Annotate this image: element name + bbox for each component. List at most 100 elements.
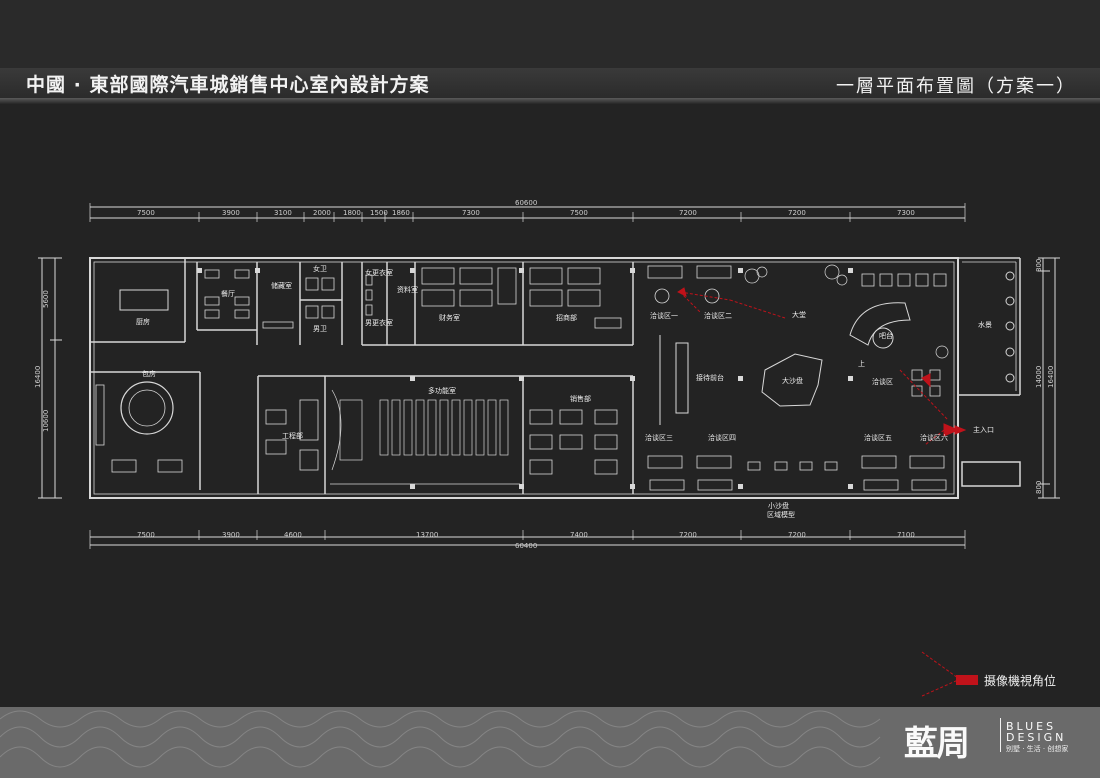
left-top-dimension: 5600	[42, 290, 50, 308]
room-label-engineering: 工程部	[282, 431, 303, 440]
room-label-restaurant: 餐厅	[221, 289, 235, 298]
top-dimension: 7500	[570, 209, 588, 217]
room-label-multi-function: 多功能室	[428, 386, 456, 395]
top-dimension: 1860	[392, 209, 410, 217]
room-label-nego2: 洽谈区二	[704, 311, 732, 320]
title-bar	[0, 68, 1100, 98]
room-label-nego-area: 洽谈区	[872, 377, 893, 386]
left-bottom-dimension: 10600	[42, 410, 50, 432]
room-label-sandtable: 大沙盘	[782, 376, 803, 385]
room-label-bar: 吧台	[879, 331, 893, 340]
top-total-dimension: 60600	[515, 199, 537, 207]
bottom-dimension: 7400	[570, 531, 588, 539]
room-label-nego4: 洽谈区四	[708, 433, 736, 442]
room-label-nego3: 洽谈区三	[645, 433, 673, 442]
top-dimension: 1800	[343, 209, 361, 217]
room-label-region-model: 区域模型	[767, 510, 795, 519]
office-desks	[421, 267, 622, 329]
right-bottom-dimension: 800	[1035, 481, 1043, 494]
bottom-total-dimension: 60400	[515, 542, 537, 550]
bottom-band	[0, 707, 1100, 778]
room-label-hall: 大堂	[792, 310, 806, 319]
bar-counter	[849, 302, 911, 349]
room-label-storage: 储藏室	[271, 281, 292, 290]
room-label-nego1: 洽谈区一	[650, 311, 678, 320]
room-label-finance: 财务室	[439, 313, 460, 322]
water-feature	[1005, 271, 1015, 383]
brand-separator	[1000, 718, 1001, 752]
storage-shelves	[262, 321, 294, 329]
room-label-women-locker: 女更衣室	[365, 268, 393, 277]
brand-tagline: 别墅 · 生活 · 创想家	[1006, 745, 1069, 753]
bottom-dimension: 7100	[897, 531, 915, 539]
bottom-dimension: 4600	[284, 531, 302, 539]
top-band	[0, 0, 1100, 68]
room-label-men-wc: 男卫	[313, 325, 327, 333]
title-bar-divider	[0, 98, 1100, 104]
room-label-sales: 销售部	[570, 394, 591, 403]
multi-function-seating	[330, 389, 520, 485]
wave-pattern	[0, 710, 881, 768]
room-label-business: 招商部	[556, 313, 577, 322]
top-dimension-line	[89, 203, 966, 222]
brand-name-cn: 藍周	[904, 724, 970, 764]
negotiation-sofas	[647, 265, 947, 491]
cafe-tables	[861, 273, 947, 397]
large-sand-table	[761, 353, 823, 407]
bottom-dimension: 7200	[679, 531, 697, 539]
engineering-desks	[265, 399, 319, 471]
top-dimension: 2000	[313, 209, 331, 217]
camera-legend-label: 摄像機視角位	[984, 674, 1057, 688]
camera-view-markers	[677, 287, 967, 446]
room-label-kitchen: 厨房	[136, 317, 150, 326]
room-label-water: 水景	[978, 320, 992, 329]
room-label-reception: 接待前台	[696, 373, 724, 382]
wc-fixtures	[305, 274, 373, 319]
right-mid2-dimension: 16400	[1047, 366, 1055, 388]
top-dimension: 3900	[222, 209, 240, 217]
room-label-private-room: 包房	[142, 369, 156, 378]
room-label-women-wc: 女卫	[313, 264, 327, 273]
left-total-dimension: 16400	[34, 366, 42, 388]
sales-desks	[529, 409, 618, 475]
bottom-dimension-line	[89, 530, 966, 549]
right-dimension-line	[1038, 257, 1060, 499]
top-dimension: 3100	[274, 209, 292, 217]
bottom-dimension: 7500	[137, 531, 155, 539]
brand-name-en-line2: DESIGN	[1006, 731, 1067, 744]
left-dimension-line	[38, 257, 62, 499]
project-title: 中國 · 東部國際汽車城銷售中心室內設計方案	[26, 74, 430, 96]
kitchen-island	[119, 289, 169, 311]
right-top-dimension: 800	[1035, 259, 1043, 272]
right-mid-dimension: 14000	[1035, 366, 1043, 388]
plants	[744, 264, 949, 359]
room-label-up: 上	[858, 359, 865, 368]
top-dimension: 7300	[897, 209, 915, 217]
top-dimension: 1500	[370, 209, 388, 217]
camera-legend-icon	[921, 651, 978, 697]
room-label-small-sand: 小沙盘	[768, 501, 789, 510]
camera-legend: 摄像機視角位	[918, 648, 1078, 698]
room-label-men-locker: 男更衣室	[365, 318, 393, 327]
room-label-archive: 资料室	[397, 285, 418, 294]
room-label-nego6: 洽谈区六	[920, 433, 948, 442]
sheet-title: 一層平面布置圖（方案一）	[836, 76, 1076, 97]
interior-walls	[90, 257, 1021, 494]
top-dimension: 7300	[462, 209, 480, 217]
floor-plan: 60600 7500 3900 3100 2000 1800 1500 1860…	[34, 199, 1060, 550]
bottom-dimension: 3900	[222, 531, 240, 539]
brand-logo: 藍周 BLUES DESIGN 别墅 · 生活 · 创想家	[900, 712, 1090, 772]
structural-columns	[197, 268, 853, 489]
exterior-walls	[89, 257, 959, 499]
restaurant-tables	[204, 269, 250, 319]
top-dimension: 7200	[679, 209, 697, 217]
top-dimension: 7200	[788, 209, 806, 217]
brand-name-en-line1: BLUES	[1006, 720, 1057, 733]
top-dimension: 7500	[137, 209, 155, 217]
room-label-entrance: 主入口	[973, 425, 994, 434]
private-room-table	[95, 381, 183, 473]
bottom-dimension: 13700	[416, 531, 438, 539]
room-label-nego5: 洽谈区五	[864, 433, 892, 442]
bottom-dimension: 7200	[788, 531, 806, 539]
reception-desk	[659, 335, 689, 425]
